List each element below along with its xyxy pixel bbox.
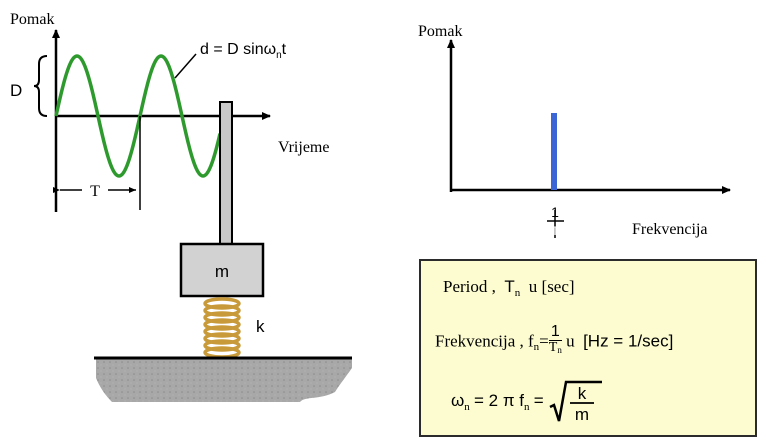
left-x-axis-label: Vrijeme [278,139,329,156]
sine-wave [54,54,222,178]
mass-block [179,242,265,298]
tick-label-denominator: T [551,224,559,238]
mass-label: m [215,262,229,281]
spring-coil [203,297,241,310]
rod [219,101,233,245]
sqrt-numerator: k [578,384,587,403]
tick-label-numerator: 1 [551,204,559,220]
sqrt-denominator: m [575,405,589,424]
right-x-axis-label: Frekvencija [632,221,708,238]
spring-label: k [256,317,265,336]
spring-coil [203,318,241,331]
spring-coil [203,339,241,352]
period-label: T [90,183,100,200]
equation-pointer [174,53,197,79]
ground [96,358,352,402]
spring-coil [203,332,241,345]
left-y-axis-label: Pomak [10,11,54,28]
omega-formula: ωn = 2 π fn = k m [451,379,604,425]
spring-coil [203,346,241,359]
right-y-axis-label: Pomak [418,23,462,40]
spring [203,297,241,359]
wave-equation: d = D sinωnt [200,41,287,61]
period-formula: Period , Tn u [sec] [443,277,575,299]
amplitude-brace [33,55,48,117]
frequency-bar [551,113,557,190]
spring-coil [203,304,241,317]
spring-coil [203,311,241,324]
amplitude-label: D [10,81,22,100]
spring-coil [203,325,241,338]
square-root: k m [548,379,604,425]
